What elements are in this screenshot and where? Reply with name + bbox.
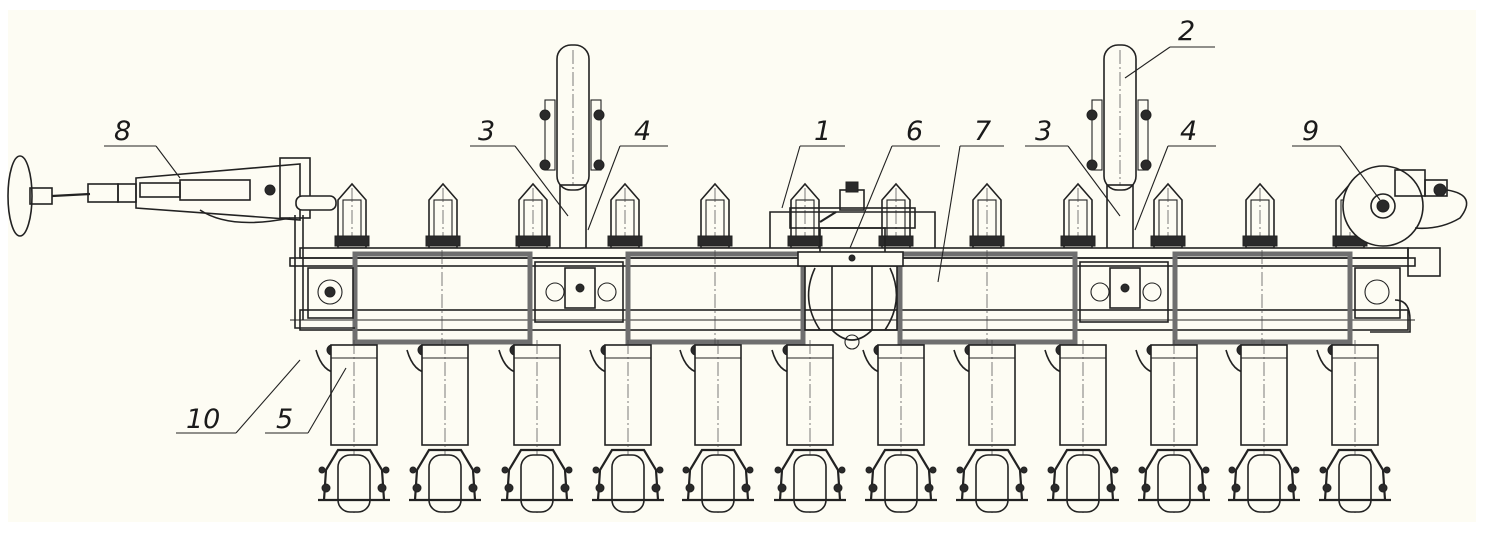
- seeding-row-units: [315, 340, 1391, 515]
- row-unit-9: [1044, 340, 1119, 515]
- callout-1: 1: [814, 116, 831, 147]
- central-fan-unit: [769, 181, 936, 350]
- row-unit-3: [498, 340, 573, 515]
- callout-2: 2: [1178, 16, 1195, 47]
- callout-5: 5: [276, 404, 293, 435]
- row-unit-2: [406, 340, 481, 515]
- seed-hoppers: [334, 182, 1368, 249]
- hopper-4: [607, 182, 643, 249]
- transport-wheel-right: [1086, 44, 1152, 256]
- callout-9: 9: [1302, 116, 1319, 147]
- callout-4-left: 4: [634, 116, 651, 147]
- drive-mechanisms: [307, 261, 1401, 331]
- callout-labels: 8 3 4 1 6 7 2 3 4 9 10 5: [114, 16, 1319, 435]
- row-unit-5: [679, 340, 754, 515]
- callout-6: 6: [906, 116, 923, 147]
- hopper-11: [1242, 182, 1278, 249]
- hopper-8: [969, 182, 1005, 249]
- callout-7: 7: [974, 116, 991, 147]
- row-unit-10: [1135, 340, 1210, 515]
- row-unit-6: [771, 340, 846, 515]
- row-unit-1: [315, 340, 390, 515]
- row-unit-7: [862, 340, 937, 515]
- row-unit-8: [953, 340, 1028, 515]
- hopper-2: [425, 182, 461, 249]
- leader-lines: [104, 46, 1381, 434]
- callout-3-left: 3: [478, 116, 495, 147]
- callout-3-right: 3: [1035, 116, 1052, 147]
- callout-4-right: 4: [1180, 116, 1197, 147]
- row-unit-12: [1316, 340, 1391, 515]
- gray-frames: [352, 250, 1353, 345]
- callout-8: 8: [114, 116, 131, 147]
- callout-10: 10: [186, 404, 220, 435]
- spreader-disc-unit: [1342, 165, 1468, 333]
- row-unit-4: [589, 340, 664, 515]
- hopper-10: [1150, 182, 1186, 249]
- transport-wheel-left: [539, 44, 605, 256]
- hitch-drawbar: [7, 155, 355, 329]
- row-unit-11: [1225, 340, 1300, 515]
- hopper-5: [697, 182, 733, 249]
